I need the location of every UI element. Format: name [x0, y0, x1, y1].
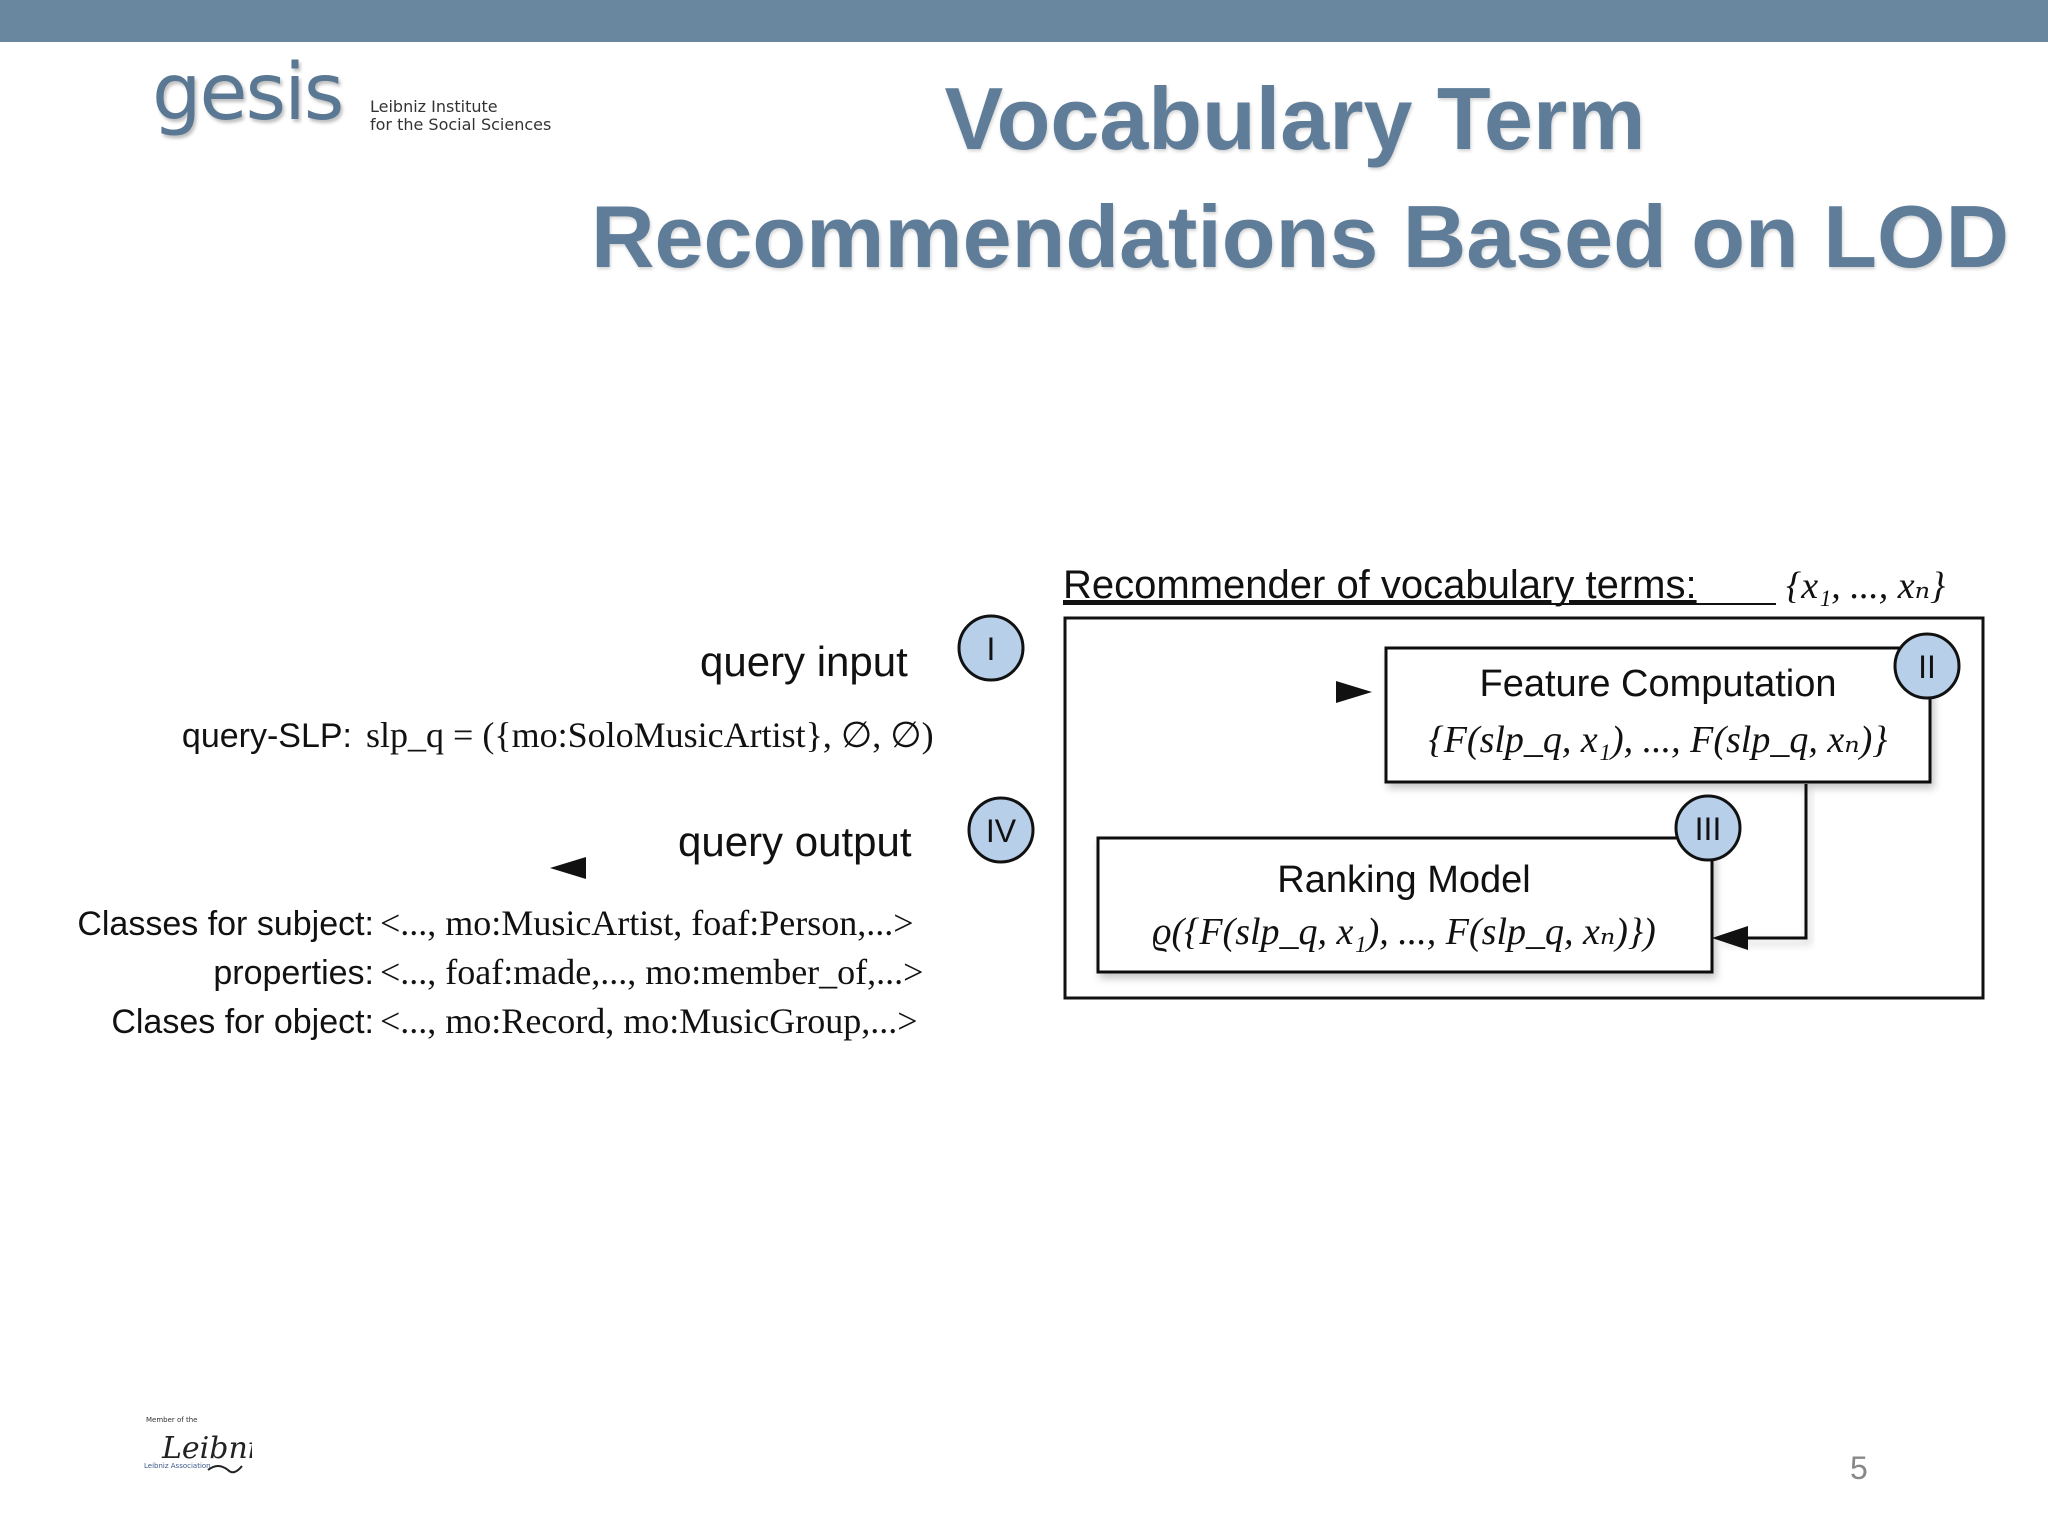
feature-to-ranking-connector [1720, 784, 1808, 940]
feature-computation-formula: {F(slp_q, x₁), ..., F(slp_q, xₙ)} [1429, 719, 1888, 761]
step-marker-i [957, 614, 1025, 682]
ranking-model-formula: ϱ({F(slp_q, x₁), ..., F(slp_q, xₙ)}) [1152, 911, 1656, 953]
step-marker-ii [1893, 632, 1961, 700]
output-row-label-object: Clases for object: [111, 1003, 374, 1041]
step-marker-ii-label: II [1918, 649, 1936, 685]
query-input-label: query input [700, 638, 908, 685]
step-marker-iv-label: IV [986, 813, 1017, 849]
query-input-arrowhead [1336, 681, 1372, 703]
gesis-logo-sub-line2: for the Social Sciences [370, 115, 552, 134]
ranking-model-title: Ranking Model [1277, 859, 1530, 901]
output-row-label-properties: properties: [213, 954, 374, 992]
slide-title-line1: Vocabulary Term [944, 69, 1646, 168]
step-marker-iv [967, 796, 1035, 864]
feature-computation-box [1384, 646, 1932, 784]
top-bar [0, 0, 2048, 42]
query-output-arrowhead [550, 857, 586, 879]
leibniz-logo-graphic: Member of the Leibniz Leibniz Associatio… [144, 1416, 273, 1474]
recommender-box [1063, 616, 1985, 1000]
gesis-logo-sub-line1: Leibniz Institute [370, 97, 498, 116]
leibniz-member-text: Member of the [146, 1416, 197, 1424]
gesis-logo: gesis Leibniz Institute for the Social S… [152, 48, 572, 152]
feature-to-ranking-arrowhead [1712, 926, 1748, 950]
slide-title: Vocabulary Term Recommendations Based on… [560, 60, 2030, 296]
page-number: 5 [1850, 1450, 1868, 1486]
leibniz-flourish [207, 1465, 243, 1474]
leibniz-signature: Leibniz [161, 1431, 252, 1466]
ranking-model-box [1096, 836, 1714, 974]
step-marker-iii-label: III [1695, 811, 1722, 847]
recommender-set: {x₁, ..., xₙ} [1786, 565, 1945, 607]
leibniz-association-text: Leibniz Association [144, 1462, 211, 1470]
step-marker-iii [1674, 794, 1742, 862]
step-marker-i-label: I [987, 631, 996, 667]
query-output-label: query output [678, 818, 912, 865]
query-slp-label: query-SLP: [182, 717, 352, 755]
leibniz-logo: Member of the Leibniz Leibniz Associatio… [142, 1412, 273, 1486]
query-slp-formula: slp_q = ({mo:SoloMusicArtist}, ∅, ∅) [366, 715, 934, 755]
gesis-logo-word: gesis [152, 48, 344, 138]
recommender-label: Recommender of vocabulary terms: [1063, 563, 1697, 607]
output-row-label-subject: Classes for subject: [77, 905, 374, 943]
output-row-value-object: <..., mo:Record, mo:MusicGroup,...> [380, 1001, 918, 1041]
slide-title-line2: Recommendations Based on LOD [590, 187, 2009, 286]
gesis-logo-subtitle: Leibniz Institute for the Social Science… [370, 98, 551, 134]
output-row-value-properties: <..., foaf:made,..., mo:member_of,...> [380, 952, 923, 992]
output-row-value-subject: <..., mo:MusicArtist, foaf:Person,...> [380, 903, 914, 943]
feature-computation-title: Feature Computation [1480, 663, 1837, 705]
